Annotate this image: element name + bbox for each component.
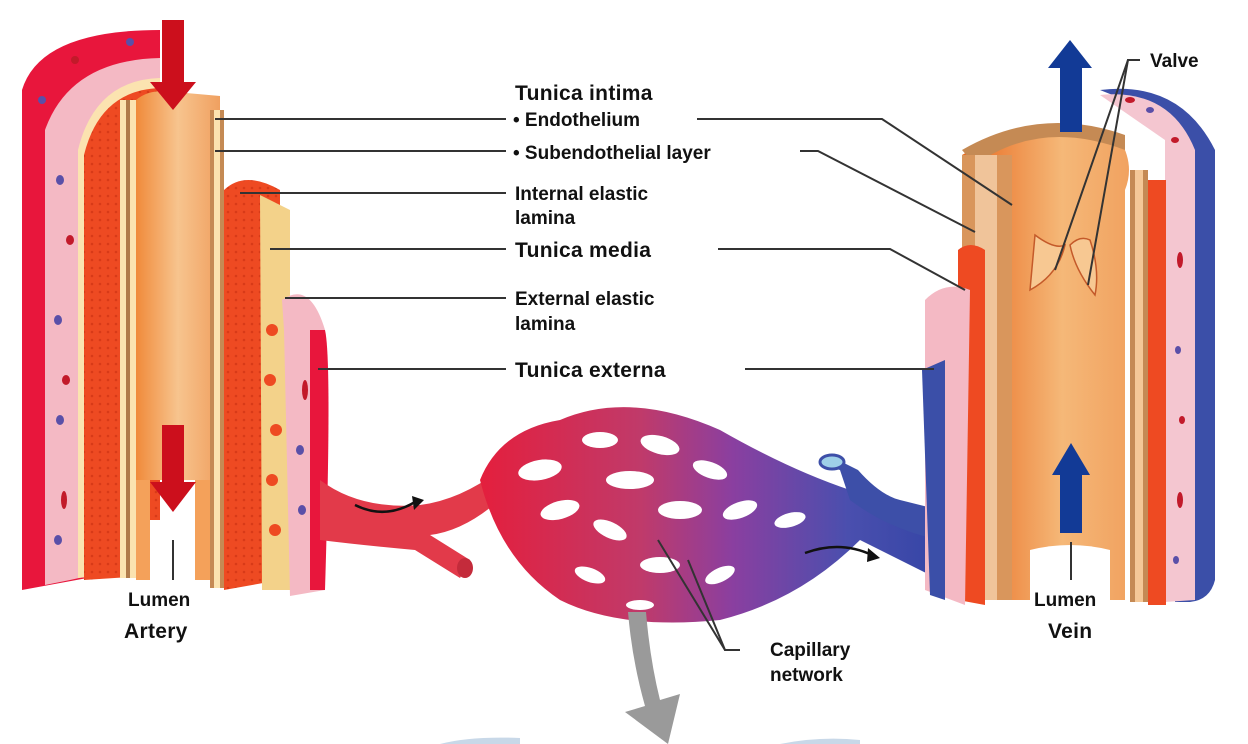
valve-flap-right [1069,237,1098,297]
capillary-mesh [518,432,806,610]
label-external-elastic-lamina-line2: lamina [515,314,576,335]
label-endothelium: • Endothelium [513,110,640,131]
label-external-elastic-lamina-line1: External elastic [515,289,655,310]
label-internal-elastic-lamina-line2: lamina [515,208,576,229]
label-tunica-intima: Tunica intima [515,82,653,105]
vein-flow-arrow-bottom [1052,443,1090,533]
label-artery: Artery [124,620,188,643]
label-subendothelial-layer: • Subendothelial layer [513,143,711,164]
label-vein-lumen: Lumen [1034,590,1096,611]
label-valve: Valve [1150,51,1199,72]
label-tunica-externa: Tunica externa [515,359,666,382]
vein [922,40,1215,605]
labels: Tunica intima • Endothelium • Subendothe… [124,51,1199,686]
pointer-arrow-down [625,612,680,744]
venule-flow-arrow [804,545,873,557]
label-internal-elastic-lamina-line1: Internal elastic [515,184,648,205]
capillary-bed [480,407,940,623]
vein-media-right [1148,180,1166,605]
label-capillary-network-line1: Capillary [770,640,851,661]
valve-flap-left [1029,233,1067,292]
label-tunica-media: Tunica media [515,239,651,262]
artery-flow-arrow-top [150,20,196,110]
venule [820,455,940,540]
arteriole-flow-arrow [354,500,416,514]
label-artery-lumen: Lumen [128,590,190,611]
artery [22,20,329,596]
leader-lines [215,59,1140,651]
label-vein: Vein [1048,620,1092,643]
artery-cells [38,38,134,545]
vein-cells [1125,97,1185,564]
vein-outer-left [922,360,945,600]
label-capillary-network-line2: network [770,665,843,686]
artery-lumen [136,91,220,480]
artery-flow-arrow-bottom [150,425,196,512]
vein-flow-arrow-top [1048,40,1092,132]
capillary-network [320,407,940,744]
arteriole [320,470,510,578]
